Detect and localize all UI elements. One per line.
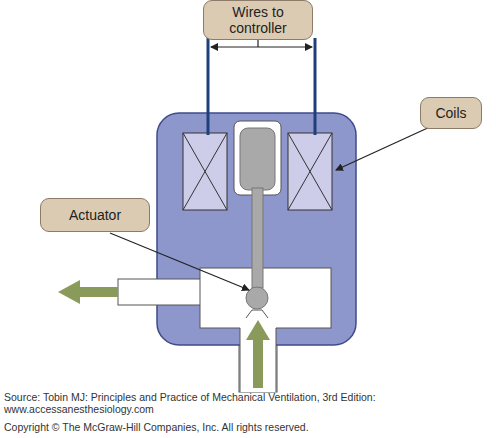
valve-seat	[246, 310, 268, 318]
plunger-slot	[234, 121, 281, 195]
valve-housing	[157, 113, 356, 345]
callout-text: Coils	[435, 105, 466, 121]
span-arrow	[211, 46, 312, 47]
callout-box: Actuator	[40, 198, 150, 232]
outlet-pipe	[118, 279, 208, 305]
copyright-note: Copyright © The McGraw-Hill Companies, I…	[4, 421, 484, 433]
actuator-rod	[252, 188, 263, 288]
callout-text: Actuator	[69, 207, 121, 223]
outlet-opening	[201, 280, 211, 304]
flow-arrow	[58, 280, 270, 388]
source-note: Source: Tobin MJ: Principles and Practic…	[4, 391, 394, 415]
leader-line	[336, 126, 432, 170]
leader-line	[110, 233, 249, 290]
inlet-channel	[240, 318, 276, 392]
callout-box: Wires to controller	[203, 0, 313, 40]
wire	[207, 38, 210, 135]
valve-ball	[246, 287, 268, 309]
callout-box: Coils	[420, 97, 482, 129]
wire	[314, 38, 317, 135]
callout-text: Wires to controller	[210, 4, 306, 36]
plunger	[240, 128, 275, 190]
